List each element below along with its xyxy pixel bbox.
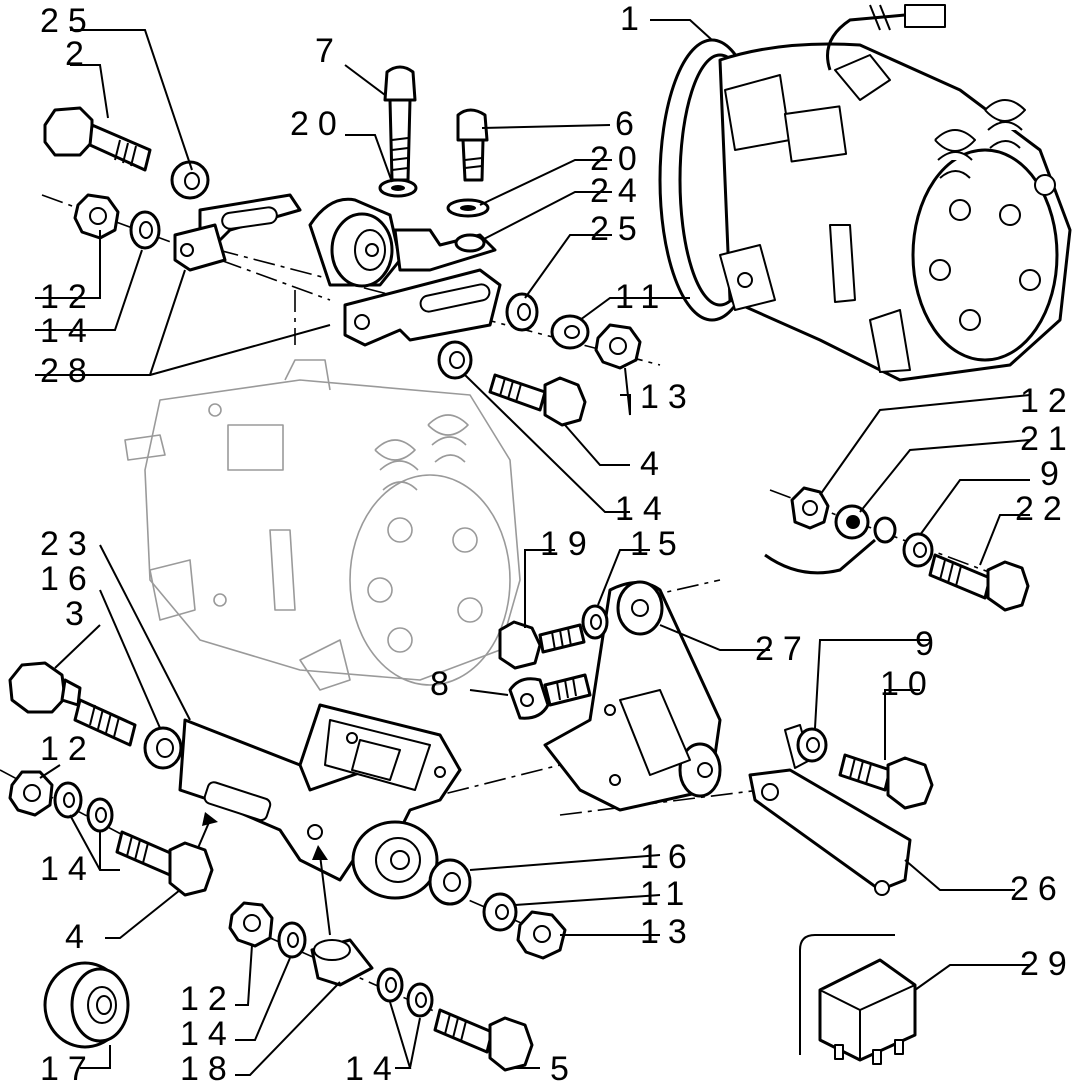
callout-14-top: 14	[40, 312, 96, 350]
callout-11-top: 11	[615, 278, 668, 316]
callout-3: 3	[65, 595, 93, 633]
callout-14-left: 14	[40, 850, 96, 888]
relay	[799, 934, 917, 1065]
ghost-compressor-drawing	[124, 359, 521, 691]
callout-1: 1	[620, 0, 648, 38]
lower-left-fasteners	[8, 661, 214, 897]
callout-12-top: 12	[40, 278, 96, 316]
callout-11-lower: 11	[640, 875, 693, 913]
callout-13-lower: 13	[640, 913, 696, 951]
callout-25-top: 25	[40, 2, 96, 40]
callout-12-left: 12	[40, 730, 96, 768]
mounting-bracket	[543, 580, 722, 812]
leader-lines	[35, 19, 1031, 1076]
top-bracket-assembly	[173, 193, 502, 347]
callout-17: 17	[40, 1050, 96, 1083]
callout-29: 29	[1020, 945, 1076, 983]
callout-16-left: 16	[40, 560, 96, 598]
callout-21: 21	[1020, 420, 1076, 458]
callout-27: 27	[755, 630, 811, 668]
pivot-fasteners	[228, 858, 567, 1072]
callout-10: 10	[880, 665, 936, 703]
top-fasteners	[43, 65, 642, 427]
callout-18: 18	[180, 1050, 236, 1083]
callout-4-lower: 4	[65, 918, 93, 956]
callout-20-left: 20	[290, 105, 346, 143]
callout-14-lower-left: 14	[180, 1015, 236, 1053]
callout-2: 2	[65, 35, 93, 73]
callout-12-lower: 12	[180, 980, 236, 1018]
callout-labels: 25 2 7 20 6 20 24 25 1 11 12 14 28 13 4 …	[40, 0, 1076, 1083]
callout-23: 23	[40, 525, 96, 563]
callout-7: 7	[315, 32, 343, 70]
callout-13-top: 13	[640, 378, 696, 416]
callout-25-mid: 25	[590, 210, 646, 248]
compressor	[658, 4, 1072, 382]
callout-6: 6	[615, 105, 643, 143]
callout-20-right: 20	[590, 140, 646, 178]
callout-16-lower: 16	[640, 838, 696, 876]
callout-19: 19	[540, 525, 596, 563]
callout-14-mid: 14	[615, 490, 671, 528]
callout-15: 15	[630, 525, 686, 563]
bushing	[43, 961, 130, 1049]
callout-9-right: 9	[1040, 455, 1068, 493]
callout-24: 24	[590, 172, 646, 210]
callout-28: 28	[40, 352, 96, 390]
callout-8: 8	[430, 665, 458, 703]
middle-fasteners	[498, 604, 934, 810]
callout-12-right: 12	[1020, 382, 1076, 420]
callout-9-lower: 9	[915, 625, 943, 663]
callout-5: 5	[550, 1050, 578, 1083]
lower-main-bracket	[178, 703, 462, 936]
callout-22: 22	[1015, 490, 1071, 528]
callout-14-lower-right: 14	[345, 1050, 401, 1083]
ground-strap-fasteners	[764, 486, 1030, 612]
callout-26: 26	[1010, 870, 1066, 908]
callout-4-top: 4	[640, 445, 668, 483]
